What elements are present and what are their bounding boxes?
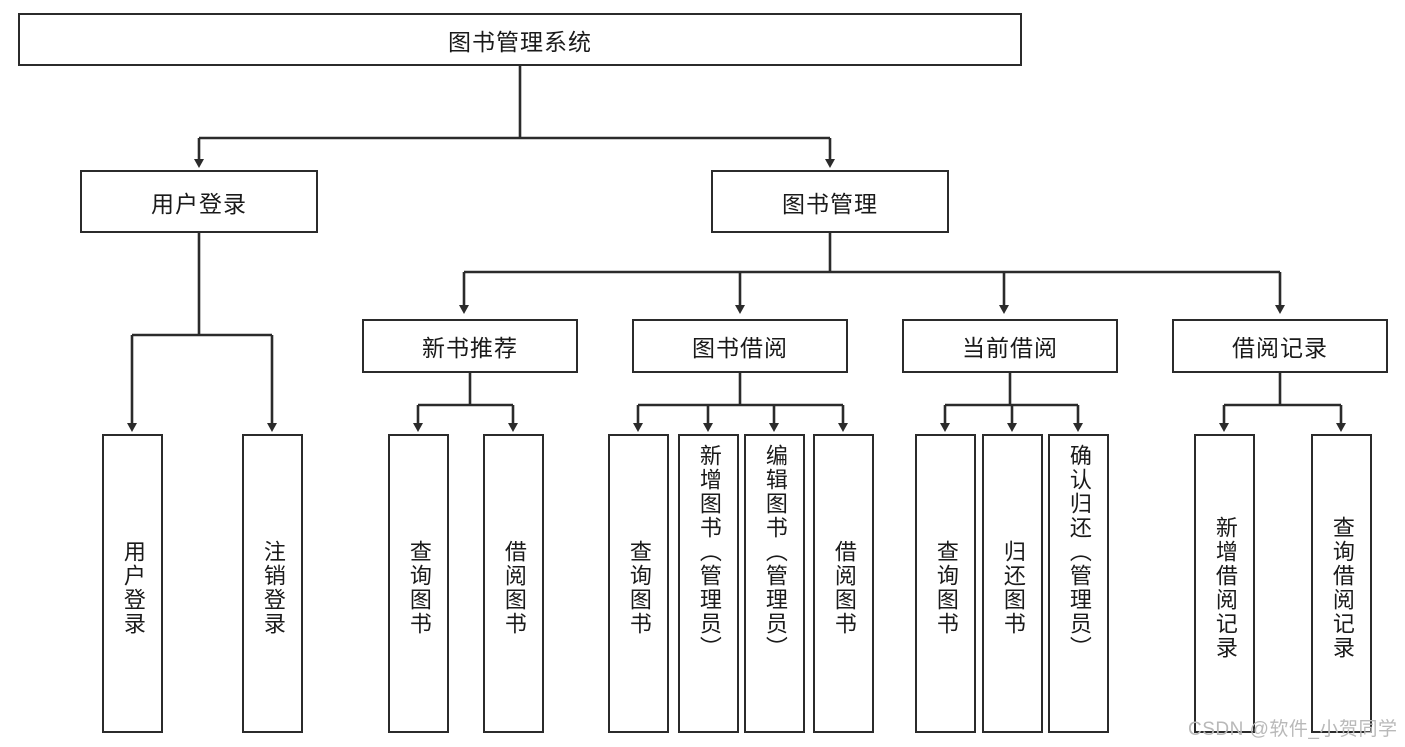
node-book-borrow[interactable]: 图书借阅 [632, 319, 848, 373]
node-label: 查询借阅记录 [1329, 515, 1355, 660]
node-current-borrow[interactable]: 当前借阅 [902, 319, 1118, 373]
node-label: 借阅图书 [501, 539, 527, 636]
leaf-current-confirm-return-admin[interactable]: 确认归还（管理员） [1048, 434, 1109, 733]
leaf-borrow-borrow-book[interactable]: 借阅图书 [813, 434, 874, 733]
leaf-borrow-add-book-admin[interactable]: 新增图书（管理员） [678, 434, 739, 733]
node-label: 图书借阅 [692, 335, 788, 361]
node-label: 当前借阅 [962, 335, 1058, 361]
leaf-record-add-borrow-record[interactable]: 新增借阅记录 [1194, 434, 1255, 733]
node-label: 图书管理系统 [448, 28, 592, 55]
leaf-borrow-edit-book-admin[interactable]: 编辑图书（管理员） [744, 434, 805, 733]
node-label: 查询图书 [406, 539, 432, 636]
node-label: 归还图书 [1000, 539, 1026, 636]
node-label: 注销登录 [260, 539, 286, 636]
node-label: 借阅图书 [831, 539, 857, 636]
leaf-recommend-query-book[interactable]: 查询图书 [388, 434, 449, 733]
node-label: 新书推荐 [422, 335, 518, 361]
node-label: 图书管理 [782, 190, 878, 217]
node-label: 用户登录 [120, 539, 146, 636]
node-label: 新增图书（管理员） [696, 444, 722, 660]
node-label: 新增借阅记录 [1212, 515, 1238, 660]
node-book-management[interactable]: 图书管理 [711, 170, 949, 233]
node-label: 查询图书 [626, 539, 652, 636]
leaf-user-login-logout[interactable]: 注销登录 [242, 434, 303, 733]
node-label: 查询图书 [933, 539, 959, 636]
node-label: 确认归还（管理员） [1066, 444, 1092, 660]
watermark-text: CSDN @软件_小贺同学 [1188, 719, 1398, 740]
leaf-user-login-login[interactable]: 用户登录 [102, 434, 163, 733]
leaf-current-query-book[interactable]: 查询图书 [915, 434, 976, 733]
node-new-book-recommend[interactable]: 新书推荐 [362, 319, 578, 373]
leaf-current-return-book[interactable]: 归还图书 [982, 434, 1043, 733]
leaf-recommend-borrow-book[interactable]: 借阅图书 [483, 434, 544, 733]
node-root-book-management-system[interactable]: 图书管理系统 [18, 13, 1022, 66]
node-label: 借阅记录 [1232, 335, 1328, 361]
leaf-borrow-query-book[interactable]: 查询图书 [608, 434, 669, 733]
node-label: 编辑图书（管理员） [762, 444, 788, 660]
node-user-login[interactable]: 用户登录 [80, 170, 318, 233]
node-label: 用户登录 [151, 190, 247, 217]
leaf-record-query-borrow-record[interactable]: 查询借阅记录 [1311, 434, 1372, 733]
node-borrow-record[interactable]: 借阅记录 [1172, 319, 1388, 373]
